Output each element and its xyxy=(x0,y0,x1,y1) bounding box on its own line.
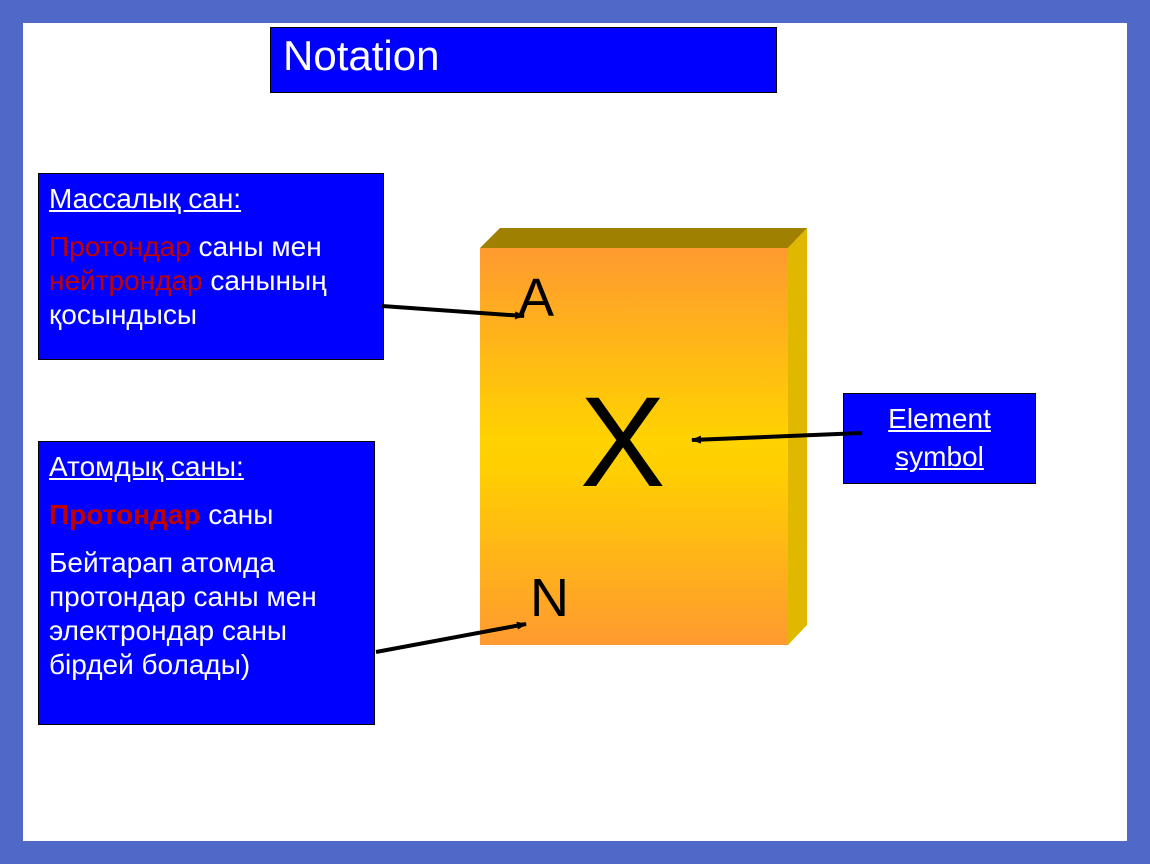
mass-arrow xyxy=(381,304,525,320)
block-front-face xyxy=(480,248,788,645)
mass-number-box: Массалық сан: Протондар саны мен нейтрон… xyxy=(38,173,384,360)
page-title: Notation xyxy=(270,27,777,93)
atomic-number-symbol: N xyxy=(530,568,569,628)
mass-number-description: Протондар саны мен нейтрондар санының қо… xyxy=(49,230,373,332)
neutral-atom-note: Бейтарап атомда протондар саны мен элект… xyxy=(49,547,317,680)
protons-term: Протондар xyxy=(49,231,191,262)
mass-number-heading: Массалық сан: xyxy=(49,183,242,214)
atomic-number-box: Атомдық саны: Протондар саны Бейтарап ат… xyxy=(38,441,375,725)
atomic-number-definition: Протондар саны xyxy=(49,498,364,532)
element-symbol-box: Element symbol xyxy=(843,393,1036,484)
mass-desc-text-1: саны мен xyxy=(190,231,322,262)
atomic-number-heading: Атомдық саны: xyxy=(49,451,244,482)
element-symbol-label: Element symbol xyxy=(888,403,991,472)
neutrons-term: нейтрондар xyxy=(49,265,203,296)
protons-term-bold: Протондар xyxy=(49,499,201,530)
element-symbol: X xyxy=(580,371,666,514)
element-arrow xyxy=(691,431,863,444)
atomic-def-text: саны xyxy=(200,499,274,530)
block-top-face xyxy=(480,228,807,248)
mass-desc-text-2: санының қосындысы xyxy=(49,265,327,330)
atomic-arrow xyxy=(375,621,527,654)
